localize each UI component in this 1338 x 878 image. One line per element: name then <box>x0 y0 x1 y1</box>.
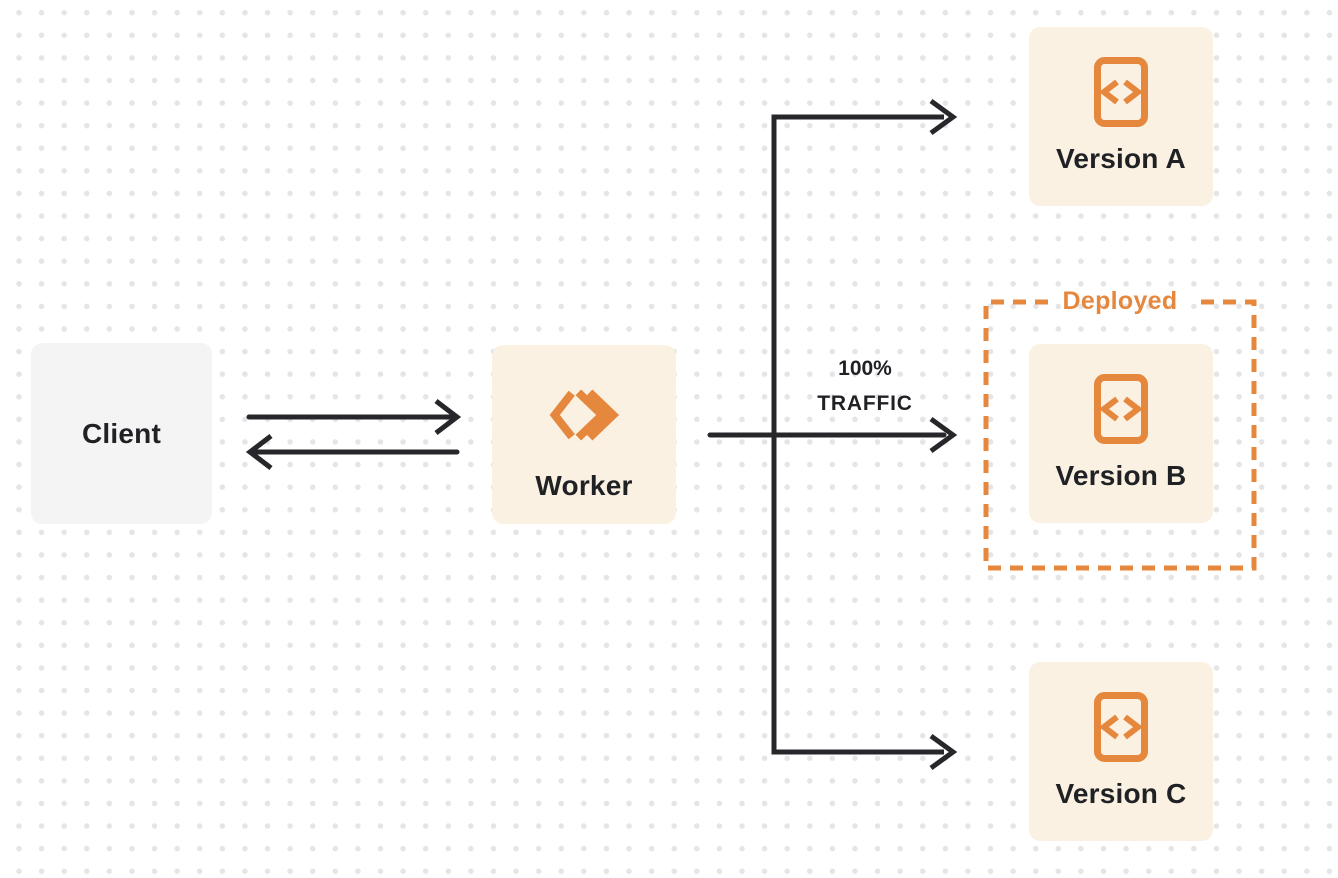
cloudflare-workers-logo-icon <box>549 389 620 441</box>
arrow-client-to-worker <box>246 399 462 435</box>
worker-node: Worker <box>492 345 676 524</box>
version-b-node: Version B <box>1029 344 1213 523</box>
arrowhead-to-version-c <box>929 733 958 771</box>
version-a-node: Version A <box>1029 27 1213 206</box>
client-node: Client <box>31 343 212 524</box>
version-b-node-label: Version B <box>1055 460 1187 491</box>
version-c-node-label: Version C <box>1055 778 1187 809</box>
code-file-icon <box>1094 57 1148 127</box>
version-a-node-label: Version A <box>1056 143 1186 174</box>
arrowhead-to-version-a <box>929 98 958 136</box>
code-file-icon <box>1094 374 1148 444</box>
arrow-to-version-b <box>707 416 958 454</box>
traffic-percentage-value: 100% <box>838 357 892 380</box>
traffic-percentage-caption: TRAFFIC <box>817 392 913 415</box>
traffic-percentage-annotation: 100% TRAFFIC <box>795 351 935 421</box>
client-node-label: Client <box>82 417 161 449</box>
code-file-icon <box>1094 692 1148 762</box>
arrow-worker-to-client <box>245 434 460 470</box>
deployed-group-dashed-border <box>983 299 1257 571</box>
deployed-group-label: Deployed <box>1062 287 1178 315</box>
version-c-node: Version C <box>1029 662 1213 841</box>
worker-node-label: Worker <box>535 470 633 501</box>
